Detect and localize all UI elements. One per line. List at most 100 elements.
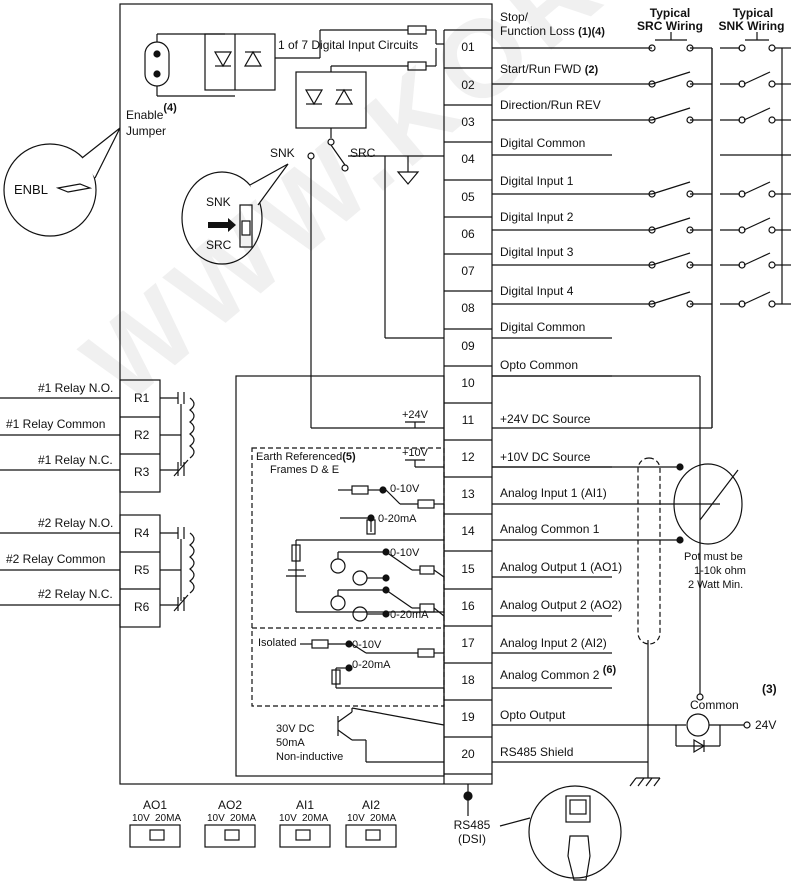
ao-010v-label: 0-10V: [390, 547, 420, 559]
pot-note-3: 2 Watt Min.: [688, 579, 744, 591]
terminal-13-label: Analog Input 1 (AI1): [500, 486, 607, 500]
snk-label: SNK: [270, 146, 295, 160]
pot-note-1: Pot must be: [684, 551, 743, 563]
typical-src-label: Typical: [649, 6, 691, 20]
opto-output-load: [675, 713, 751, 754]
common-note: (3): [762, 682, 777, 696]
relay-r5: R5: [134, 563, 150, 577]
earth-referenced-label: Earth Referenced(5): [256, 450, 356, 464]
rs485-sub-label: (DSI): [458, 832, 486, 846]
supply-symbols: [405, 421, 444, 468]
ao-circuit: [286, 540, 445, 622]
dip-ao2-name: AO2: [217, 798, 242, 812]
enable-note: (4): [163, 102, 177, 114]
enbl-label: ENBL: [14, 182, 48, 197]
relay-1-common-label: #1 Relay Common: [6, 417, 106, 431]
terminal-18-num: 18: [461, 673, 475, 687]
terminal-10-label: Opto Common: [500, 358, 579, 372]
snk-switches: [720, 32, 791, 308]
opto-transistor: [337, 707, 445, 763]
terminal-19-num: 19: [461, 710, 475, 724]
terminal-04-num: 04: [461, 152, 475, 166]
dip-ao1-opt2: 20MA: [155, 813, 182, 824]
rs485-callout: [528, 785, 622, 881]
relay-1-no-label: #1 Relay N.O.: [38, 381, 114, 395]
enable-text: Enable: [126, 108, 164, 122]
ai2-circuit: [300, 639, 444, 689]
terminal-12-num: 12: [461, 450, 475, 464]
opto-spec-1: 30V DC: [276, 723, 315, 735]
function-loss-label: Function Loss (1)(4): [500, 24, 605, 39]
terminal-15-num: 15: [461, 562, 475, 576]
relay-r6: R6: [134, 600, 150, 614]
ai1-020ma-label: 0-20mA: [378, 513, 417, 525]
src-wiring-label: SRC Wiring: [637, 19, 703, 33]
terminal-20-label: RS485 Shield: [500, 745, 574, 759]
dip-ao1-opt1: 10V: [132, 813, 150, 824]
relay-r3: R3: [134, 465, 150, 479]
earth-note: (5): [342, 451, 356, 463]
relay-2-no-label: #2 Relay N.O.: [38, 516, 114, 530]
terminal-11-num: 11: [461, 413, 475, 427]
enbl-callout: [3, 127, 121, 237]
earth-referenced-text: Earth Referenced: [256, 451, 343, 463]
dip-ao1-name: AO1: [142, 798, 167, 812]
plus10v-label: +10V: [402, 447, 428, 459]
jumper-label: Jumper: [126, 124, 167, 138]
dip-switch-outlines: [129, 824, 397, 848]
terminal-19-label: Opto Output: [500, 708, 566, 722]
relay-2-common-label: #2 Relay Common: [6, 552, 106, 566]
relay-r4: R4: [134, 526, 150, 540]
terminal-17-num: 17: [461, 636, 475, 650]
dip-ai2-opt2: 20MA: [370, 813, 397, 824]
analog-boundary: [235, 375, 445, 777]
terminal-06-num: 06: [461, 227, 475, 241]
terminal-15-label: Analog Output 1 (AO1): [500, 560, 623, 574]
terminal-dividers: [444, 29, 492, 775]
terminal-07-label: Digital Input 3: [500, 245, 574, 259]
analog-common-2-text: Analog Common 2: [500, 668, 600, 682]
terminal-01-num: 01: [461, 40, 475, 54]
function-loss-text: Function Loss: [500, 24, 575, 38]
terminal-03-label: Direction/Run REV: [500, 98, 601, 112]
ai2-010v-label: 0-10V: [352, 639, 382, 651]
ai1-010v-label: 0-10V: [390, 483, 420, 495]
terminal-08-label: Digital Input 4: [500, 284, 574, 298]
terminal-lead-lines: [492, 47, 712, 763]
dip-ao2-opt1: 10V: [207, 813, 225, 824]
terminal-10-num: 10: [461, 376, 475, 390]
dip-ai1-name: AI1: [295, 798, 314, 812]
terminal-16-label: Analog Output 2 (AO2): [500, 598, 623, 612]
relay-r2: R2: [134, 428, 150, 442]
terminal-07-num: 07: [461, 264, 475, 278]
plus24v-right-label: 24V: [755, 718, 777, 732]
dip-ai1-opt2: 20MA: [302, 813, 329, 824]
terminal-16-num: 16: [461, 599, 475, 613]
stop-label: Stop/: [500, 10, 529, 24]
relay-block: [0, 379, 195, 628]
relay-r1: R1: [134, 391, 150, 405]
terminal-18-label: Analog Common 2 (6): [500, 664, 616, 683]
src-switches: [648, 32, 713, 428]
digital-input-circuits-label: 1 of 7 Digital Input Circuits: [278, 38, 419, 52]
terminal-20-num: 20: [461, 747, 475, 761]
terminal-13-num: 13: [461, 487, 475, 501]
terminal-09-num: 09: [461, 339, 475, 353]
dip-ai2-name: AI2: [361, 798, 380, 812]
terminal-17-label: Analog Input 2 (AI2): [500, 636, 607, 650]
relay-2-nc-label: #2 Relay N.C.: [38, 587, 113, 601]
enable-label: Enable(4): [126, 102, 177, 123]
ao-020ma-label: 0-20mA: [390, 609, 429, 621]
start-run-fwd-text: Start/Run FWD: [500, 62, 582, 76]
terminal-02-label: Start/Run FWD (2): [500, 62, 598, 77]
earth-ground: [629, 640, 661, 787]
frames-label: Frames D & E: [270, 464, 340, 476]
dip-ai1-opt1: 10V: [279, 813, 297, 824]
terminal-12-label: +10V DC Source: [500, 450, 591, 464]
analog-common-2-note: (6): [602, 664, 617, 676]
opto-spec-2: 50mA: [276, 737, 305, 749]
terminal-09-label: Digital Common: [500, 320, 586, 334]
pot-note-2: 1-10k ohm: [694, 565, 746, 577]
terminal-04-label: Digital Common: [500, 136, 586, 150]
